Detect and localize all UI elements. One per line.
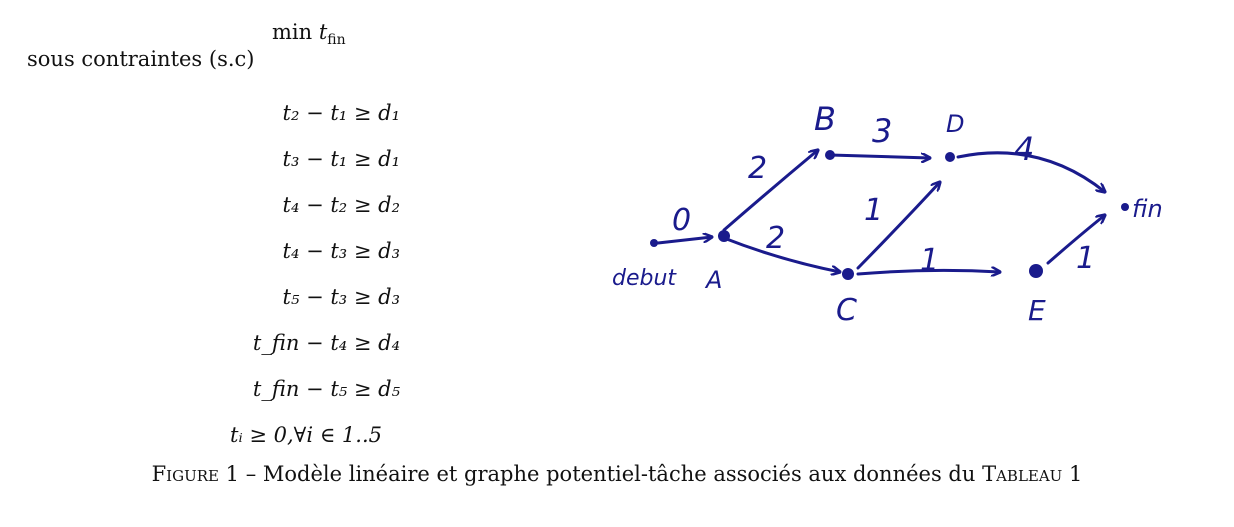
figure-caption: Figure 1 – Modèle linéaire et graphe pot… xyxy=(0,462,1234,486)
caption-figure-word: Figure xyxy=(151,462,219,486)
edge-d-fin xyxy=(956,151,1105,192)
objective: min tfin xyxy=(272,20,346,48)
subject-to-label: sous contraintes (s.c) xyxy=(27,47,255,71)
edge-b-d xyxy=(828,155,932,158)
edge-label-debut-a: 0 xyxy=(672,203,691,238)
objective-sub: fin xyxy=(327,32,346,48)
node-label-debut: debut xyxy=(612,266,677,291)
constraint-4: t₄ − t₃ ≥ d₃ xyxy=(282,239,400,263)
edge-label-c-e: 1 xyxy=(920,243,939,278)
node-d-dot xyxy=(945,152,955,162)
node-fin-dot xyxy=(1121,203,1129,211)
edge-label-d-fin: 4 xyxy=(1014,130,1034,168)
caption-figure-number: 1 xyxy=(225,462,240,486)
caption-table-word: Tableau xyxy=(982,462,1063,486)
constraint-list: t₂ − t₁ ≥ d₁ t₃ − t₁ ≥ d₁ t₄ − t₂ ≥ d₂ t… xyxy=(200,90,400,458)
edge-label-a-c: 2 xyxy=(766,221,785,256)
constraint-6: t_fin − t₄ ≥ d₄ xyxy=(252,331,400,355)
potential-task-graph: debut A B C D E fin 0 2 2 3 1 1 4 1 xyxy=(612,100,1163,328)
edge-a-c xyxy=(722,236,840,272)
node-c-dot xyxy=(842,268,854,280)
node-label-fin: fin xyxy=(1132,195,1163,223)
node-label-b: B xyxy=(814,100,836,138)
constraint-8: tᵢ ≥ 0,∀i ∈ 1..5 xyxy=(230,423,383,447)
caption-text: – Modèle linéaire et graphe potentiel-tâ… xyxy=(245,462,976,486)
node-label-a: A xyxy=(704,266,722,294)
node-label-c: C xyxy=(836,293,857,328)
node-debut-dot xyxy=(650,239,658,247)
edge-debut-a xyxy=(656,237,712,245)
node-b-dot xyxy=(825,150,835,160)
edge-e-fin xyxy=(1046,215,1105,265)
node-e-dot xyxy=(1029,264,1043,278)
edge-label-b-d: 3 xyxy=(872,112,892,150)
edge-label-c-d: 1 xyxy=(864,193,883,228)
node-a-dot xyxy=(718,230,730,242)
constraint-3: t₄ − t₂ ≥ d₂ xyxy=(282,193,400,217)
edge-c-d xyxy=(856,182,940,270)
constraint-5: t₅ − t₃ ≥ d₃ xyxy=(282,285,400,309)
node-label-e: E xyxy=(1028,294,1046,327)
constraint-7: t_fin − t₅ ≥ d₅ xyxy=(252,377,400,401)
node-label-d: D xyxy=(946,110,964,138)
objective-min: min xyxy=(272,20,313,44)
edge-c-e xyxy=(856,270,1002,274)
edge-label-e-fin: 1 xyxy=(1076,241,1095,276)
edge-a-b xyxy=(722,150,818,232)
constraint-1: t₂ − t₁ ≥ d₁ xyxy=(282,101,400,125)
edge-label-a-b: 2 xyxy=(748,151,767,186)
objective-var: t xyxy=(318,20,328,44)
caption-table-number: 1 xyxy=(1069,462,1083,486)
constraint-2: t₃ − t₁ ≥ d₁ xyxy=(282,147,400,171)
